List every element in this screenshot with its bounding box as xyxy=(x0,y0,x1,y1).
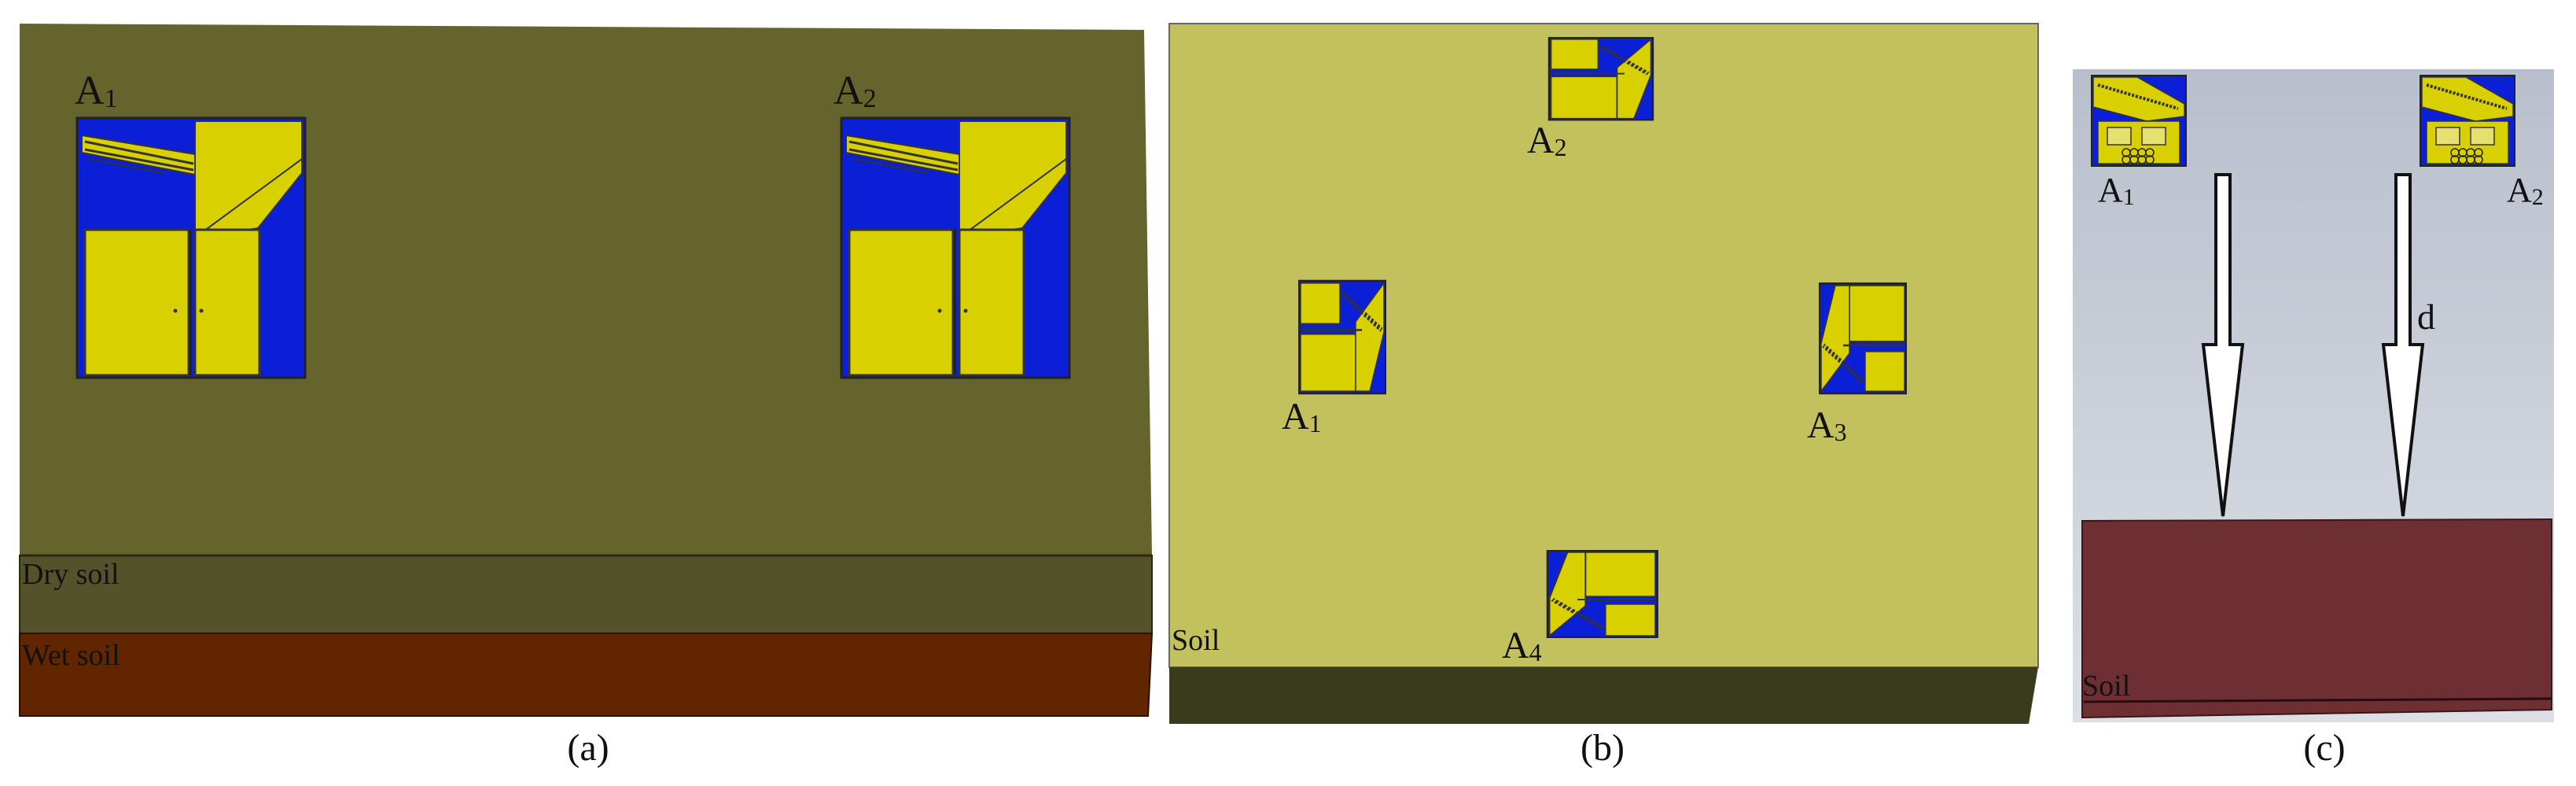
label-b-a4: A4 xyxy=(1502,625,1542,666)
label-dry-soil: Dry soil xyxy=(22,558,120,591)
caption-c: (c) xyxy=(2303,727,2345,769)
antenna-b-a3 xyxy=(1820,283,1906,393)
label-c-a1: A1 xyxy=(2098,171,2135,210)
arrow-a2 xyxy=(2381,173,2425,517)
caption-b: (b) xyxy=(1581,727,1625,769)
label-b-a3: A3 xyxy=(1807,404,1847,446)
label-b-a2: A2 xyxy=(1527,120,1567,161)
label-b-a1: A1 xyxy=(1282,396,1322,437)
label-a-a2: A2 xyxy=(834,68,877,113)
antenna-c-a2 xyxy=(2419,74,2516,168)
antenna-b-a4 xyxy=(1547,551,1658,637)
antenna-a2 xyxy=(840,116,1071,379)
label-c-a2: A2 xyxy=(2507,171,2544,210)
panel-c: A1 A2 d Soil (c) xyxy=(2073,69,2554,769)
label-c-soil: Soil xyxy=(2082,670,2130,703)
wet-soil-layer xyxy=(19,633,1154,717)
soil-front-face xyxy=(1169,667,2038,724)
antenna-c-a1 xyxy=(2090,74,2188,168)
antenna-b-a1 xyxy=(1299,281,1386,393)
panel-a: A1 A2 Dry soil Wet soil (a) xyxy=(19,24,1154,769)
dry-soil-layer xyxy=(19,555,1153,634)
soil-block xyxy=(2081,518,2552,719)
arrow-a1 xyxy=(2201,173,2245,517)
label-a-a1: A1 xyxy=(75,68,118,113)
label-b-soil: Soil xyxy=(1172,624,1220,657)
label-distance-d: d xyxy=(2417,297,2435,337)
antenna-b-a2 xyxy=(1549,38,1653,120)
caption-a: (a) xyxy=(567,727,609,769)
antenna-a1 xyxy=(75,116,307,379)
panel-b: A2 A1 A3 A4 Soil (b) xyxy=(1168,23,2039,769)
label-wet-soil: Wet soil xyxy=(22,639,120,672)
